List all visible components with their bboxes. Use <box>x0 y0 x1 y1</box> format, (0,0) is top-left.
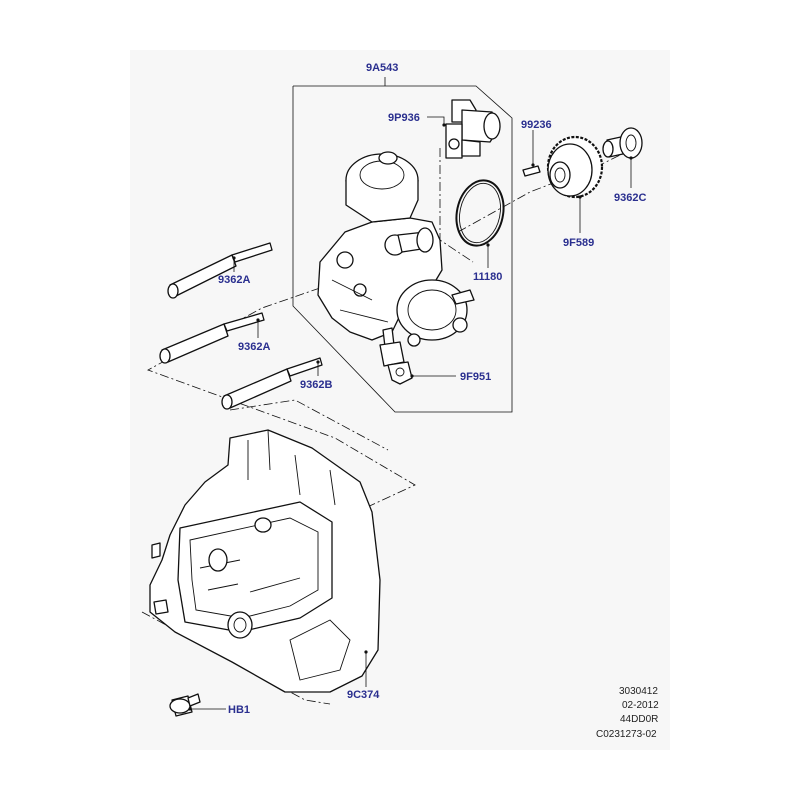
ref-line-3: 44DD0R <box>620 714 658 725</box>
valve-9p936 <box>445 99 501 159</box>
gear-9f589 <box>546 135 604 199</box>
label-9362a-lower: 9362A <box>238 341 270 353</box>
stud-9362a-upper <box>167 242 273 299</box>
bolt-hb1 <box>169 693 201 717</box>
stud-9362a-lower <box>159 312 265 364</box>
pump-drive-flange <box>396 279 475 347</box>
fuel-pump-body <box>317 151 443 341</box>
assembly-bracket <box>292 77 513 413</box>
label-9c374: 9C374 <box>347 689 380 701</box>
label-11180: 11180 <box>473 271 502 283</box>
housing-9c374 <box>149 429 381 693</box>
label-9p936: 9P936 <box>388 112 420 124</box>
label-9a543: 9A543 <box>366 62 398 74</box>
bolt-9362c <box>602 127 643 159</box>
stud-9362b <box>221 357 323 410</box>
dowel-99236 <box>522 165 541 177</box>
leader-lines <box>188 116 633 711</box>
ref-line-2: 02-2012 <box>622 700 659 711</box>
ref-line-4: C0231273-02 <box>596 729 657 740</box>
label-9362a-upper: 9362A <box>218 274 250 286</box>
label-9f589: 9F589 <box>563 237 594 249</box>
label-9f951: 9F951 <box>460 371 491 383</box>
sensor-9f951 <box>379 327 413 385</box>
seal-ring-11180 <box>455 179 505 247</box>
label-9362b: 9362B <box>300 379 332 391</box>
label-hb1: HB1 <box>228 704 250 716</box>
label-9362c: 9362C <box>614 192 646 204</box>
label-99236: 99236 <box>521 119 552 131</box>
ref-line-1: 3030412 <box>619 686 658 697</box>
